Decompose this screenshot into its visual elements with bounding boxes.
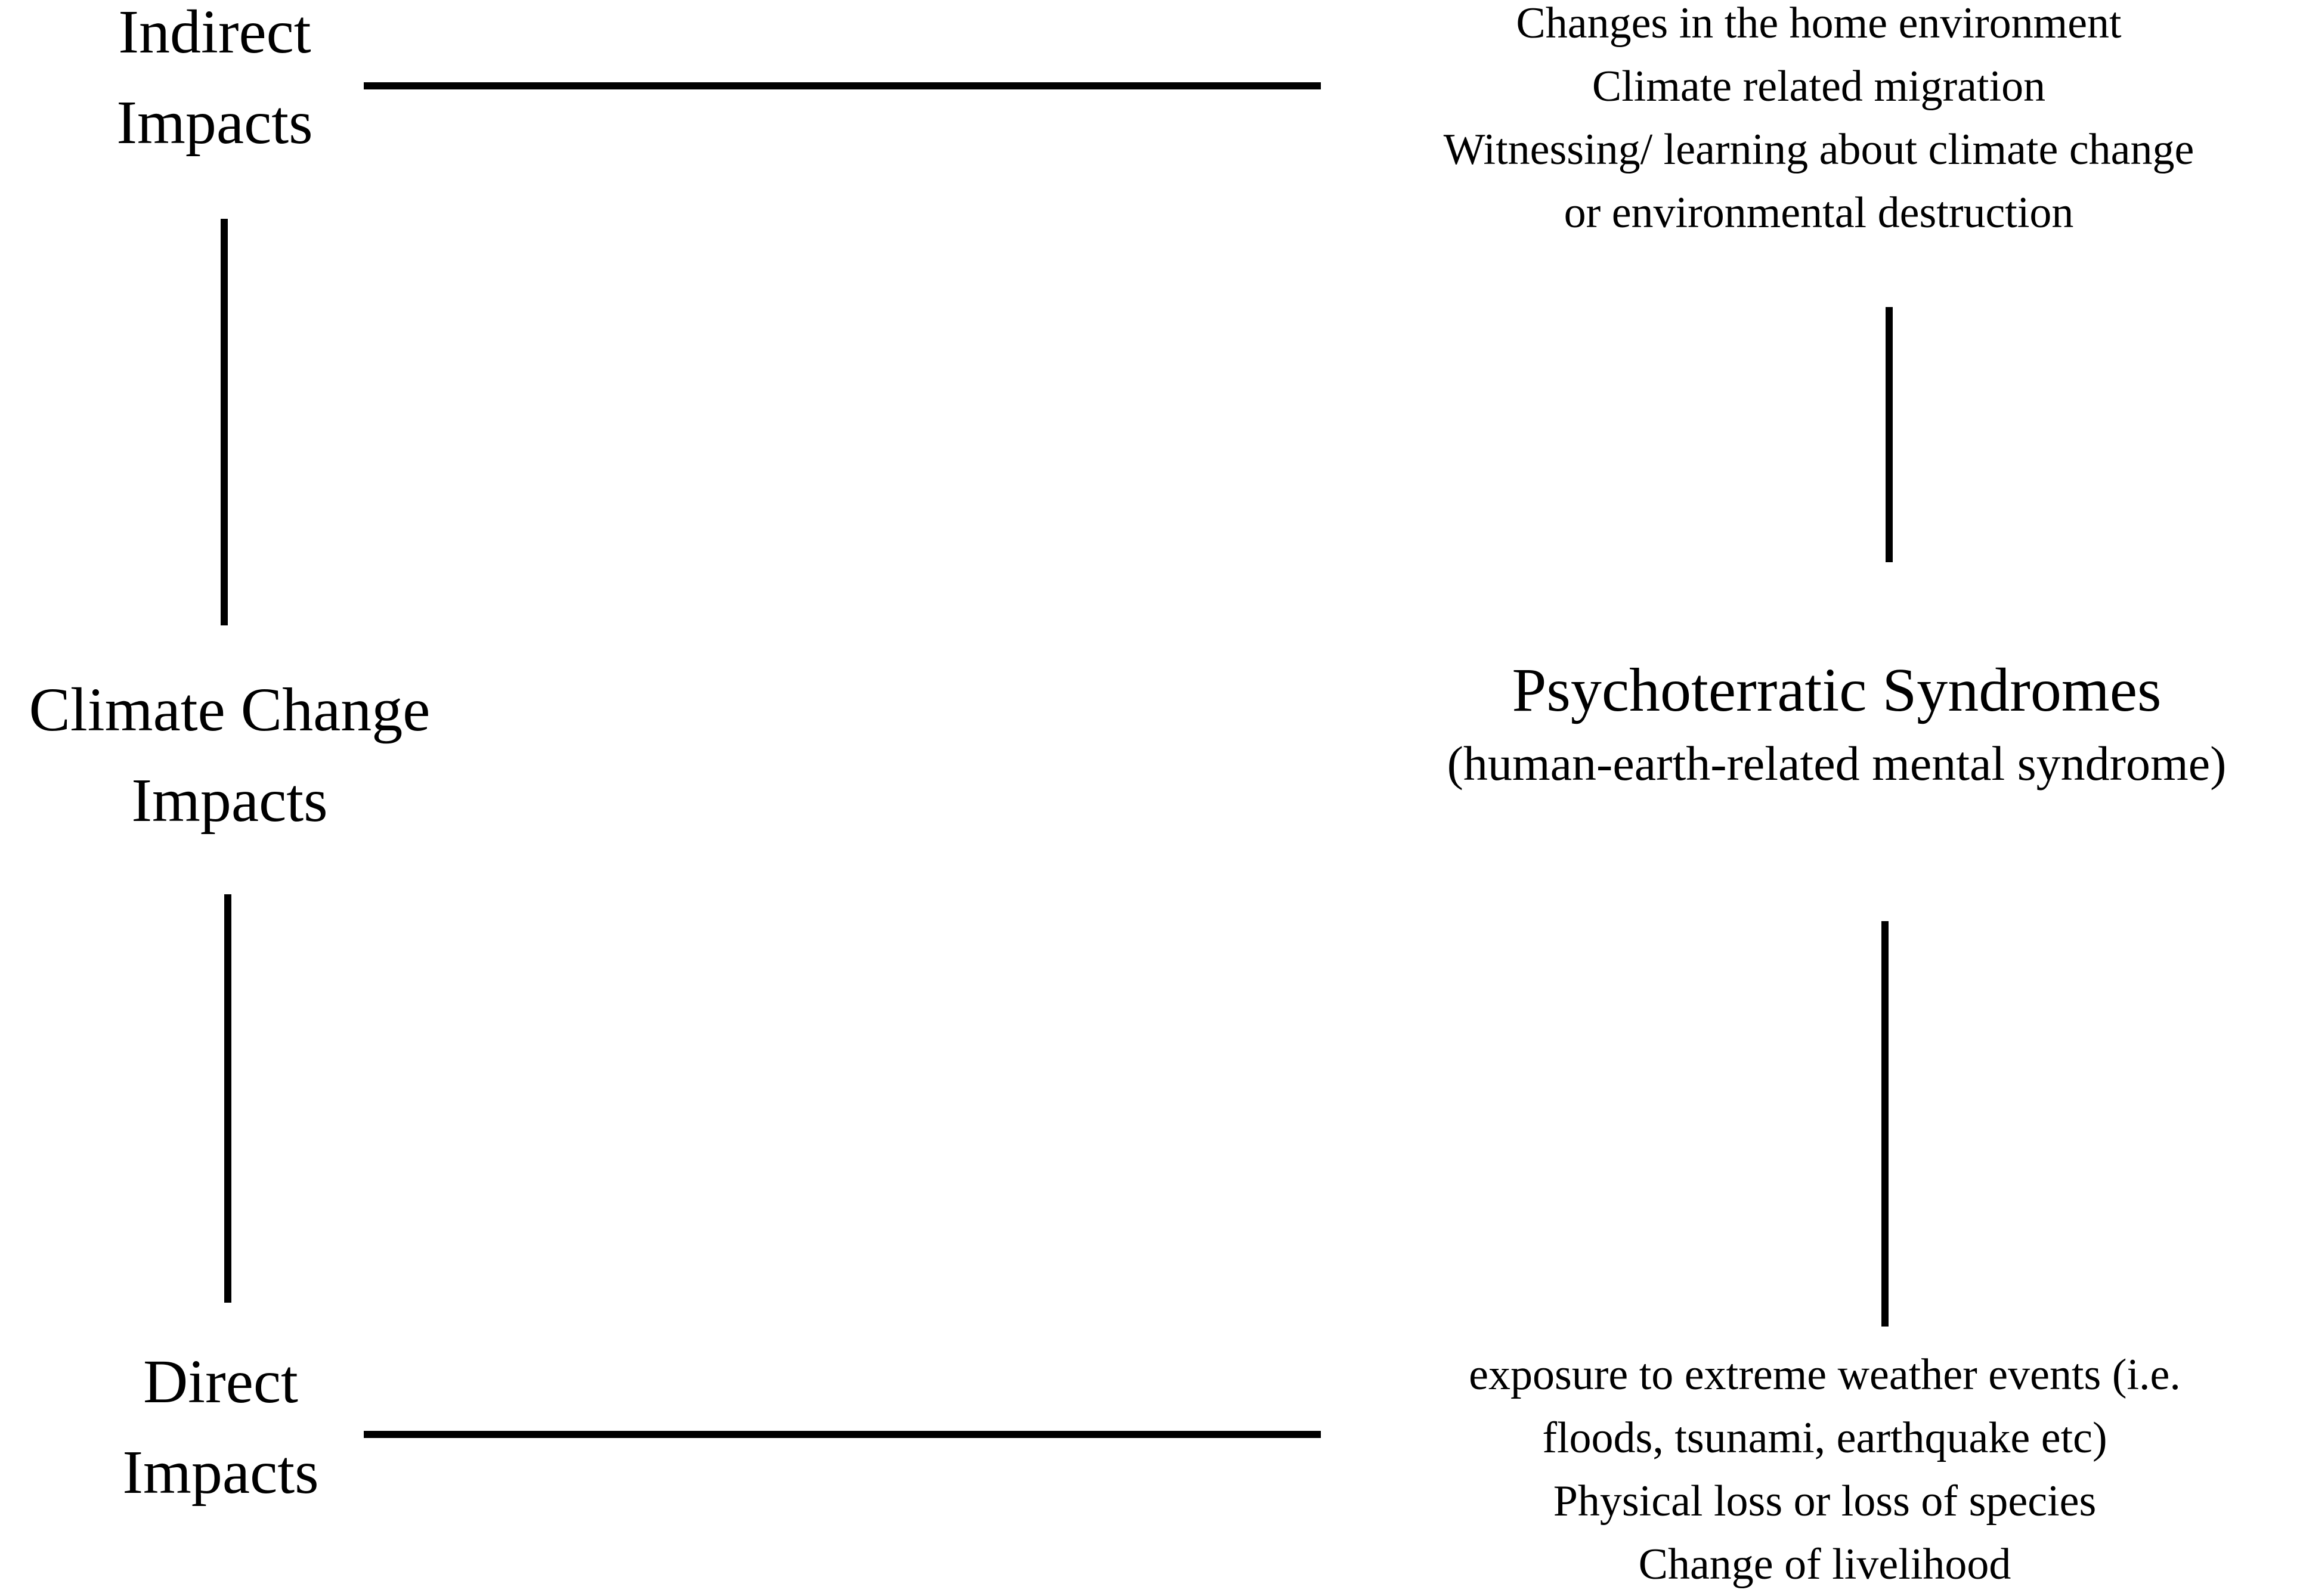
direct-impacts-line-1: Direct [143, 1347, 298, 1416]
indirect-impacts-line-1: Indirect [118, 0, 311, 66]
connector-left-upper-vertical [221, 219, 228, 625]
direct-impacts-line-2: Impacts [122, 1438, 319, 1507]
direct-example-3: Physical loss or loss of species [1553, 1477, 2097, 1526]
climate-change-impacts-line-1: Climate Change [29, 675, 431, 744]
indirect-example-1: Changes in the home environment [1516, 0, 2122, 48]
connector-indirect-horizontal [364, 82, 1321, 89]
psychoterratic-syndromes-subtitle: (human-earth-related mental syndrome) [1447, 736, 2227, 791]
connector-left-lower-vertical [224, 894, 231, 1303]
direct-example-2: floods, tsunami, earthquake etc) [1542, 1414, 2107, 1462]
climate-change-impacts-node: Climate Change Impacts [0, 665, 459, 846]
direct-example-1: exposure to extreme weather events (i.e. [1469, 1350, 2181, 1399]
indirect-impacts-node: Indirect Impacts [83, 0, 346, 168]
direct-example-4: Change of livelihood [1638, 1540, 2011, 1589]
psychoterratic-syndromes-title: Psychoterratic Syndromes [1512, 656, 2162, 724]
connector-right-lower-vertical [1881, 921, 1889, 1327]
psychoterratic-syndromes-node: Psychoterratic Syndromes (human-earth-re… [1372, 650, 2302, 797]
connector-direct-horizontal [364, 1431, 1321, 1438]
direct-impacts-examples: exposure to extreme weather events (i.e.… [1372, 1343, 2278, 1596]
connector-right-upper-vertical [1886, 307, 1893, 562]
climate-change-impacts-line-2: Impacts [131, 766, 328, 835]
direct-impacts-node: Direct Impacts [89, 1337, 352, 1518]
indirect-impacts-examples: Changes in the home environment Climate … [1360, 0, 2278, 244]
indirect-example-3: Witnessing/ learning about climate chang… [1443, 125, 2194, 174]
indirect-impacts-line-2: Impacts [116, 88, 313, 157]
indirect-example-4: or environmental destruction [1564, 188, 2074, 237]
indirect-example-2: Climate related migration [1592, 62, 2046, 111]
